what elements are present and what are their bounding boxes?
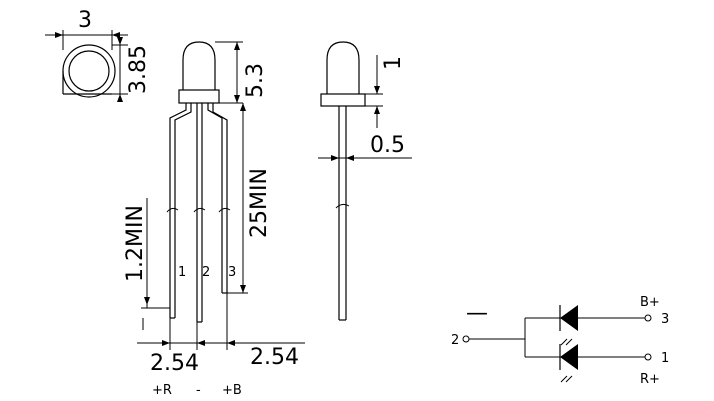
dome-height-label: 5.3: [243, 63, 268, 98]
top-view: 3 3.85: [45, 8, 151, 102]
common-pin-label: 2: [451, 333, 459, 348]
schematic: — 2 B+ 3 1 R+: [451, 295, 669, 387]
flange-min-label: 1.2MIN: [123, 205, 148, 282]
side-view: 1 0.5: [318, 41, 412, 321]
pin-number-2: 2: [202, 265, 210, 280]
pin-function-r: +R: [152, 383, 172, 398]
bottom-pin-number: 1: [661, 351, 669, 366]
pin-function-common: -: [196, 383, 201, 398]
top-height-label: 3.85: [126, 45, 151, 94]
top-pin-name: B+: [640, 295, 660, 310]
bottom-pin-name: R+: [640, 372, 660, 387]
lead-width-label: 0.5: [370, 133, 405, 158]
pitch-right-label: 2.54: [250, 345, 299, 370]
pin-function-b: +B: [222, 383, 242, 398]
pin-number-3: 3: [228, 265, 236, 280]
front-view: 5.3 25MIN 1.2MIN 1 2 3 2.54 2.54 +R - +B: [123, 41, 305, 398]
pin-number-1: 1: [178, 265, 186, 280]
pitch-left-label: 2.54: [150, 351, 199, 376]
top-pin-number: 3: [661, 312, 669, 327]
top-width-label: 3: [78, 8, 92, 33]
lead-length-label: 25MIN: [247, 168, 272, 238]
flange-thickness-label: 1: [381, 56, 406, 70]
common-bar-label: —: [466, 301, 488, 326]
